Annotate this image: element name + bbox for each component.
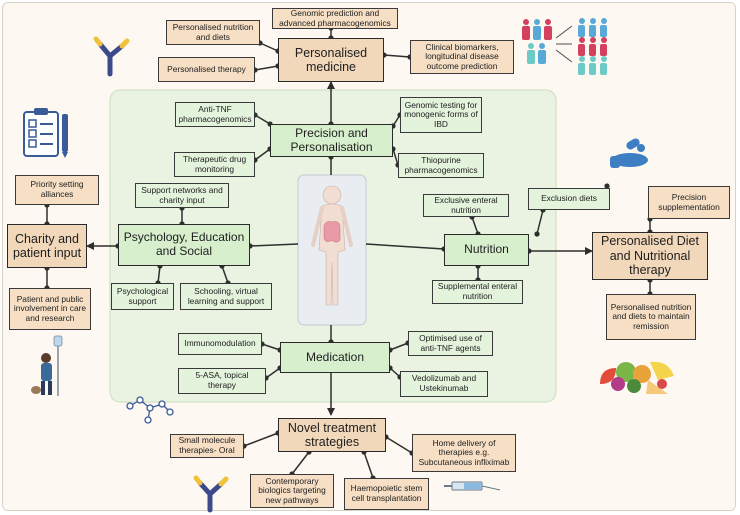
node-schooling-virtual-learning: Schooling, virtual learning and support bbox=[180, 283, 272, 310]
node-home-delivery-therapies: Home delivery of therapies e.g. Subcutan… bbox=[412, 434, 516, 472]
human-body-gut-icon bbox=[311, 185, 353, 306]
hand-with-pills-icon bbox=[610, 138, 648, 168]
node-psychological-support: Psychological support bbox=[111, 283, 174, 310]
node-vedolizumab-ustekinumab: Vedolizumab and Ustekinumab bbox=[400, 371, 488, 397]
node-clinical-biomarkers: Clinical biomarkers, longitudinal diseas… bbox=[410, 40, 514, 74]
node-nutrition-maintain-remission: Personalised nutrition and diets to main… bbox=[606, 294, 696, 340]
node-genomic-prediction: Genomic prediction and advanced pharmaco… bbox=[272, 8, 398, 29]
node-charity-patient-input: Charity and patient input bbox=[7, 224, 87, 268]
node-novel-treatment-strategies: Novel treatment strategies bbox=[278, 418, 386, 452]
node-5-asa-topical: 5-ASA, topical therapy bbox=[178, 368, 266, 394]
clipboard-checklist-icon bbox=[23, 108, 68, 158]
node-personalised-diet-therapy: Personalised Diet and Nutritional therap… bbox=[592, 232, 708, 280]
node-precision-personalisation: Precision and Personalisation bbox=[270, 124, 393, 157]
node-supplemental-enteral-nutrition: Supplemental enteral nutrition bbox=[432, 280, 523, 304]
node-patient-public-involvement: Patient and public involvement in care a… bbox=[9, 288, 91, 330]
node-precision-supplementation-box: Precision supplementation bbox=[648, 186, 730, 219]
antibody-icon bbox=[93, 36, 130, 77]
node-support-networks: Support networks and charity input bbox=[135, 183, 229, 208]
node-anti-tnf-pharmacogenomics: Anti-TNF pharmacogenomics bbox=[175, 102, 255, 127]
node-genomic-testing: Genomic testing for monogenic forms of I… bbox=[400, 97, 482, 133]
node-exclusive-enteral-nutrition: Exclusive enteral nutrition bbox=[423, 194, 509, 217]
node-small-molecule-therapies: Small molecule therapies- Oral bbox=[170, 434, 244, 458]
food-basket-icon bbox=[600, 361, 674, 394]
node-optimised-anti-tnf: Optimised use of anti-TNF agents bbox=[408, 331, 493, 356]
people-population-icon bbox=[522, 18, 607, 75]
patient-with-drip-icon bbox=[31, 335, 63, 396]
node-nutrition: Nutrition bbox=[444, 234, 529, 266]
node-personalised-therapy: Personalised therapy bbox=[158, 57, 255, 82]
node-haemopoietic-stem-cell: Haemopoietic stem cell transplantation bbox=[344, 478, 429, 510]
node-psychology-education-social: Psychology, Education and Social bbox=[118, 224, 250, 266]
antibody-icon bbox=[193, 475, 229, 513]
node-priority-setting-alliances: Priority setting alliances bbox=[15, 175, 99, 205]
node-immunomodulation: Immunomodulation bbox=[178, 333, 262, 355]
node-personalised-medicine: Personalised medicine bbox=[278, 38, 384, 82]
node-medication: Medication bbox=[280, 342, 390, 373]
node-contemporary-biologics: Contemporary biologics targeting new pat… bbox=[250, 474, 334, 508]
syringe-icon bbox=[444, 481, 501, 491]
node-thiopurine-pharmacogenomics: Thiopurine pharmacogenomics bbox=[398, 153, 484, 178]
node-therapeutic-drug-monitoring: Therapeutic drug monitoring bbox=[174, 152, 255, 177]
node-personalised-nutrition: Personalised nutrition and diets bbox=[166, 20, 260, 45]
node-exclusion-diets: Exclusion diets bbox=[528, 188, 610, 210]
molecule-icon bbox=[126, 396, 174, 424]
